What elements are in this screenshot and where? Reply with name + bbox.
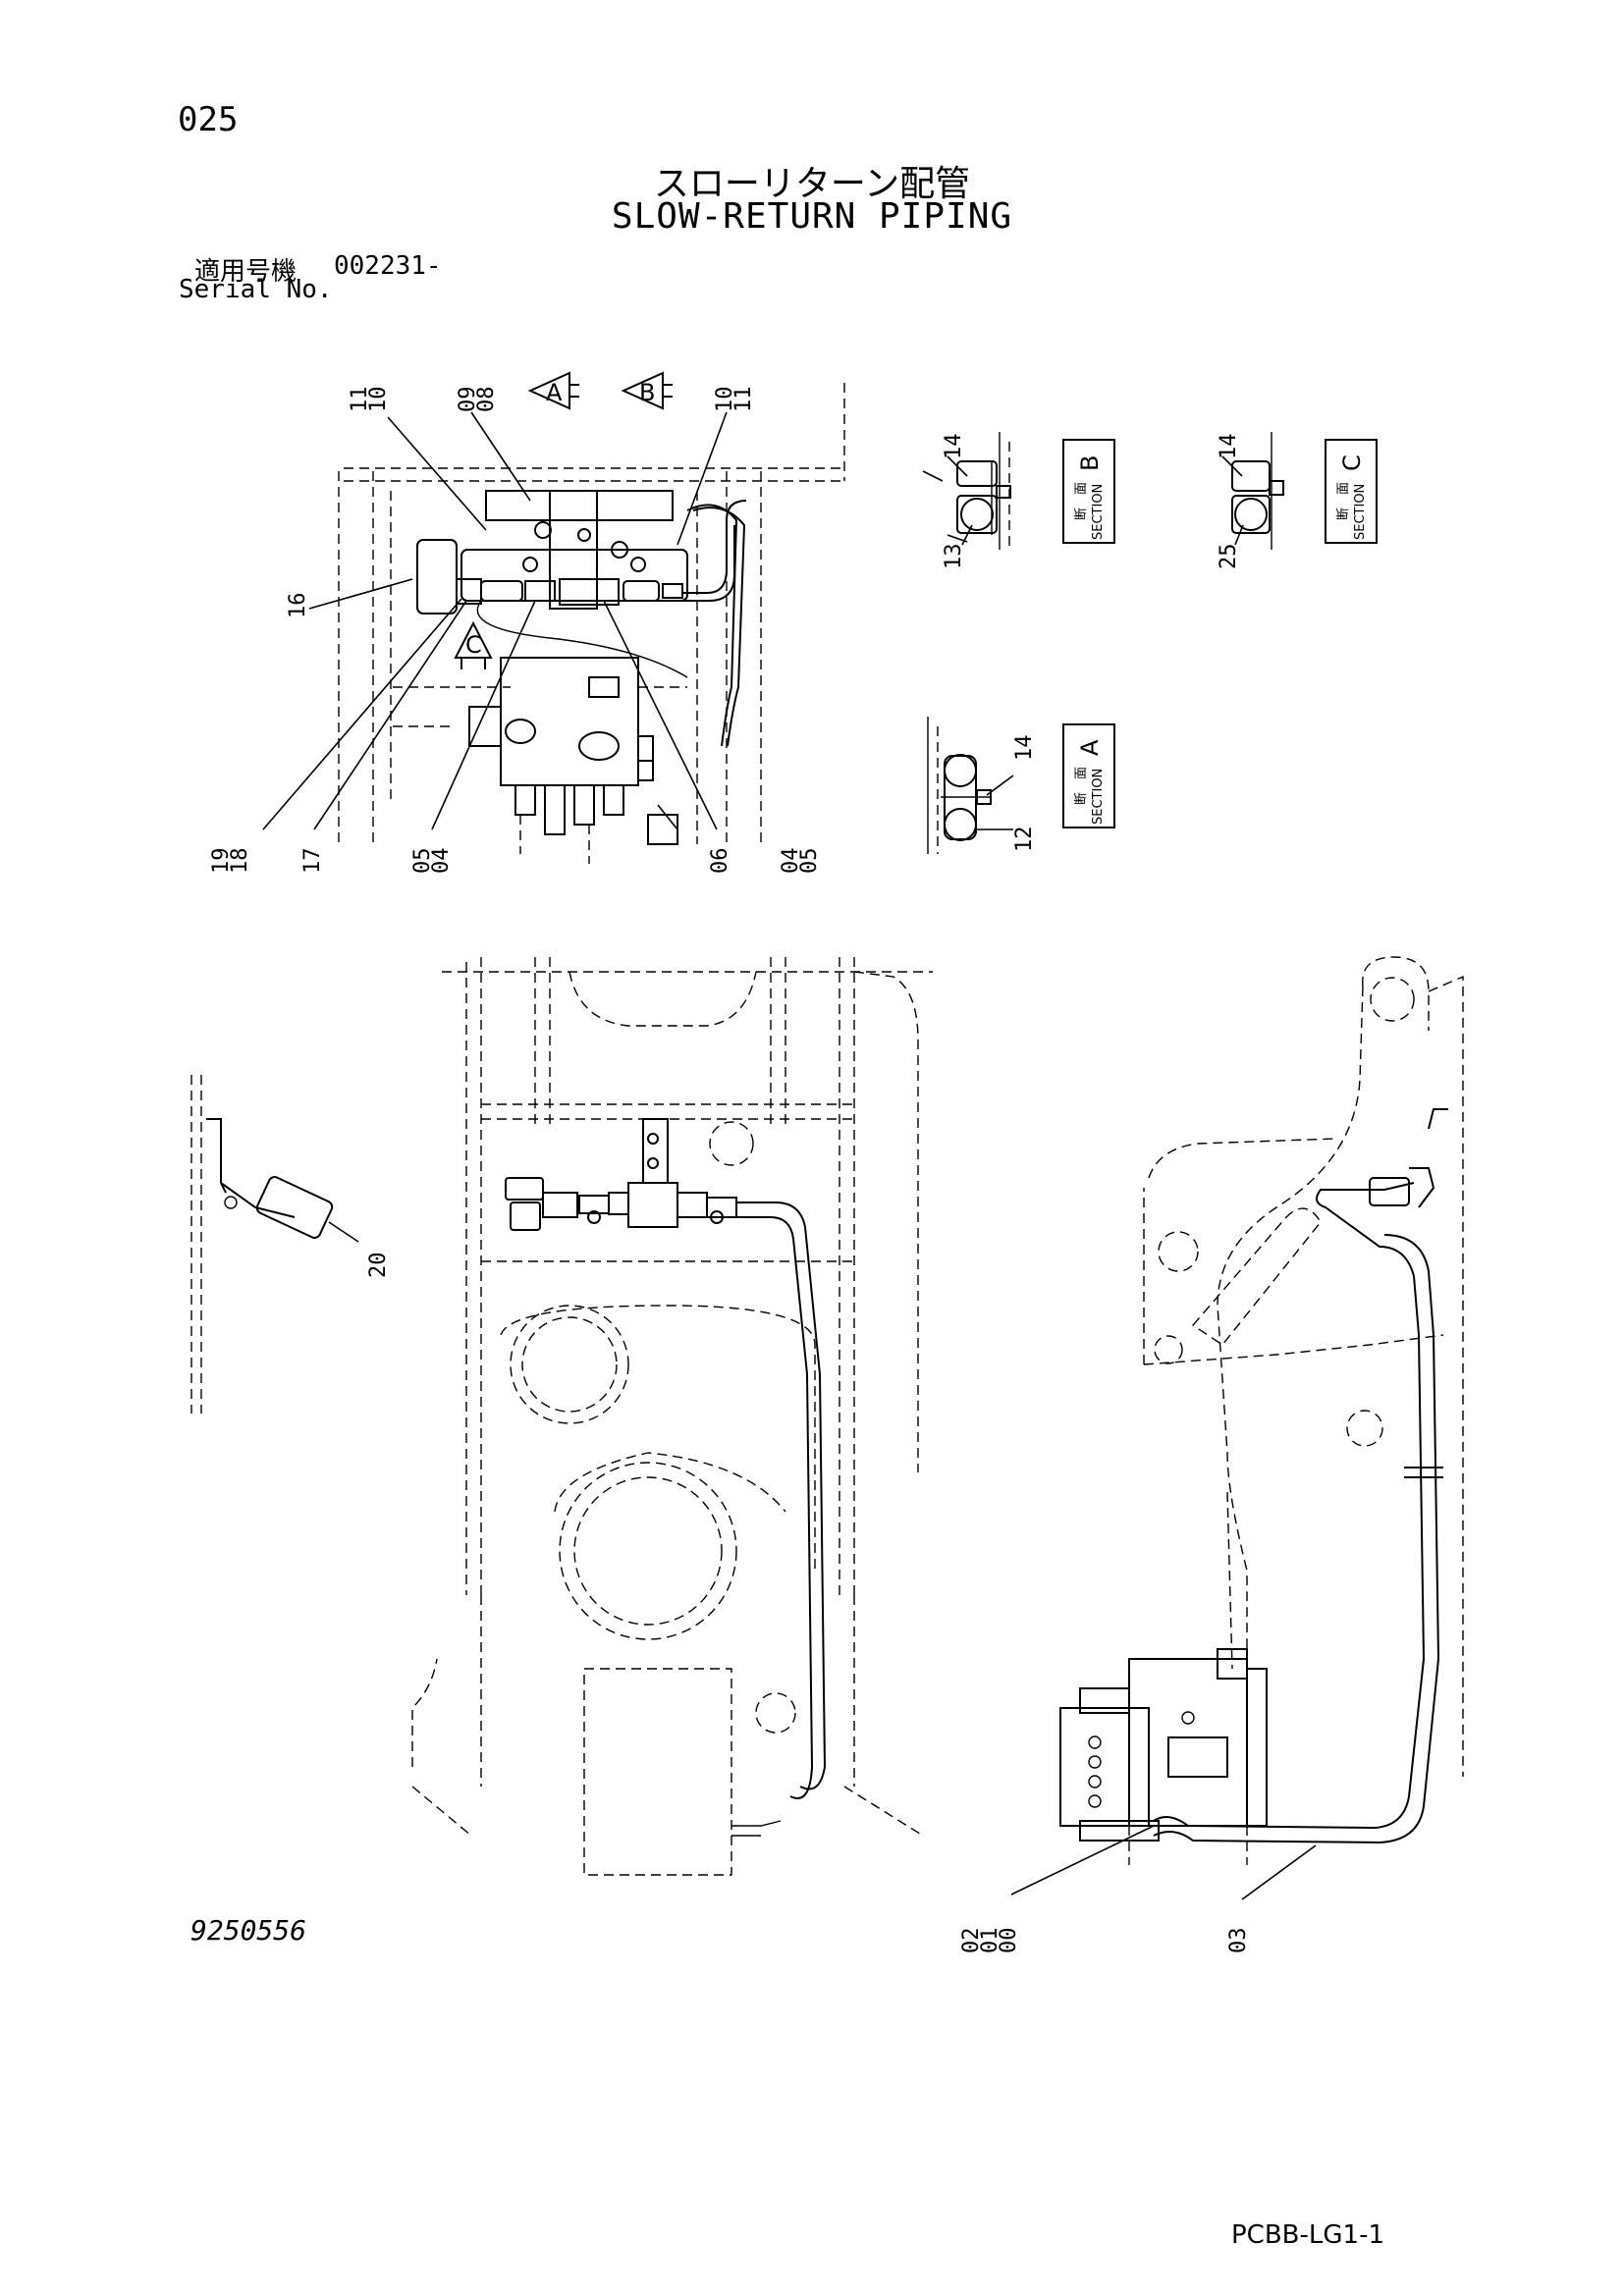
section-b-word: SECTION [1091,484,1106,540]
section-c-kanji: 断 面 [1336,482,1351,520]
section-c-callout-14: 14 [1217,434,1241,460]
side-detail-item-20: 20 [190,1075,391,1414]
section-b-callout-14: 14 [942,434,966,460]
top-view-callouts: 11 10 09 08 10 11 16 19 18 17 05 04 06 0… [209,387,822,875]
section-c-callout-25: 25 [1217,544,1241,570]
view-arrow-c: C [454,620,493,669]
section-a-tag: 断 面 SECTION A [1062,723,1115,828]
callout-05b: 05 [797,848,822,875]
section-a-letter: A [1076,739,1104,756]
serial-label-japanese: 適用号機 [194,257,298,287]
callout-19: 19 [209,848,234,875]
top-view-assembly [338,383,845,864]
plan-view-frame [411,957,933,1876]
side-view-callouts: 02 01 00 03 [959,1825,1317,1954]
callout-08: 08 [474,387,499,413]
section-b-callout-13: 13 [942,544,966,570]
view-arrow-a: A [527,371,579,410]
callout-09: 09 [456,387,480,413]
section-a-callout-14: 14 [1012,735,1037,762]
page-number: 025 [178,100,239,139]
callout-18: 18 [228,848,252,875]
view-arrow-label-a: A [546,379,563,406]
callout-11b: 11 [731,387,756,413]
section-b-tag: 断 面 SECTION B [1062,439,1115,544]
section-a-word: SECTION [1091,769,1106,825]
section-a-detail: 14 12 [927,717,1037,854]
section-c-word: SECTION [1353,484,1368,540]
sheet-code: PCBB-LG1-1 [1231,2220,1384,2250]
drawing-number: 9250556 [190,1914,307,1947]
top-view-leaders [262,411,968,830]
callout-03: 03 [1226,1928,1251,1954]
callout-11: 11 [348,387,372,413]
callout-04: 04 [429,848,454,875]
callout-10b: 10 [713,387,737,413]
serial-number-value: 002231- [334,251,442,281]
callout-02: 02 [959,1928,984,1954]
callout-10: 10 [366,387,391,413]
section-b-detail: 14 13 [942,432,1011,570]
side-detail-callout-20: 20 [366,1253,391,1279]
section-a-callout-12: 12 [1012,827,1037,853]
section-a-kanji: 断 面 [1074,767,1089,805]
view-arrow-label-b: B [639,379,655,406]
section-c-letter: C [1338,454,1366,471]
serial-label-english: Serial No. [179,275,333,304]
section-b-kanji: 断 面 [1074,482,1089,520]
section-c-detail: 14 25 [1217,432,1284,570]
callout-01: 01 [978,1928,1002,1954]
view-arrow-label-c: C [465,631,482,659]
callout-05: 05 [410,848,435,875]
section-c-tag: 断 面 SECTION C [1325,439,1378,544]
title-english: SLOW-RETURN PIPING [611,196,1013,237]
title-japanese: スローリターン配管 [653,164,971,204]
callout-04b: 04 [779,848,803,875]
section-b-letter: B [1076,455,1104,471]
side-view-boom [1059,956,1464,1865]
callout-17: 17 [300,848,325,875]
callout-06: 06 [708,848,732,875]
view-arrow-b: B [621,371,673,410]
callout-00: 00 [997,1928,1021,1954]
callout-16: 16 [286,593,310,619]
